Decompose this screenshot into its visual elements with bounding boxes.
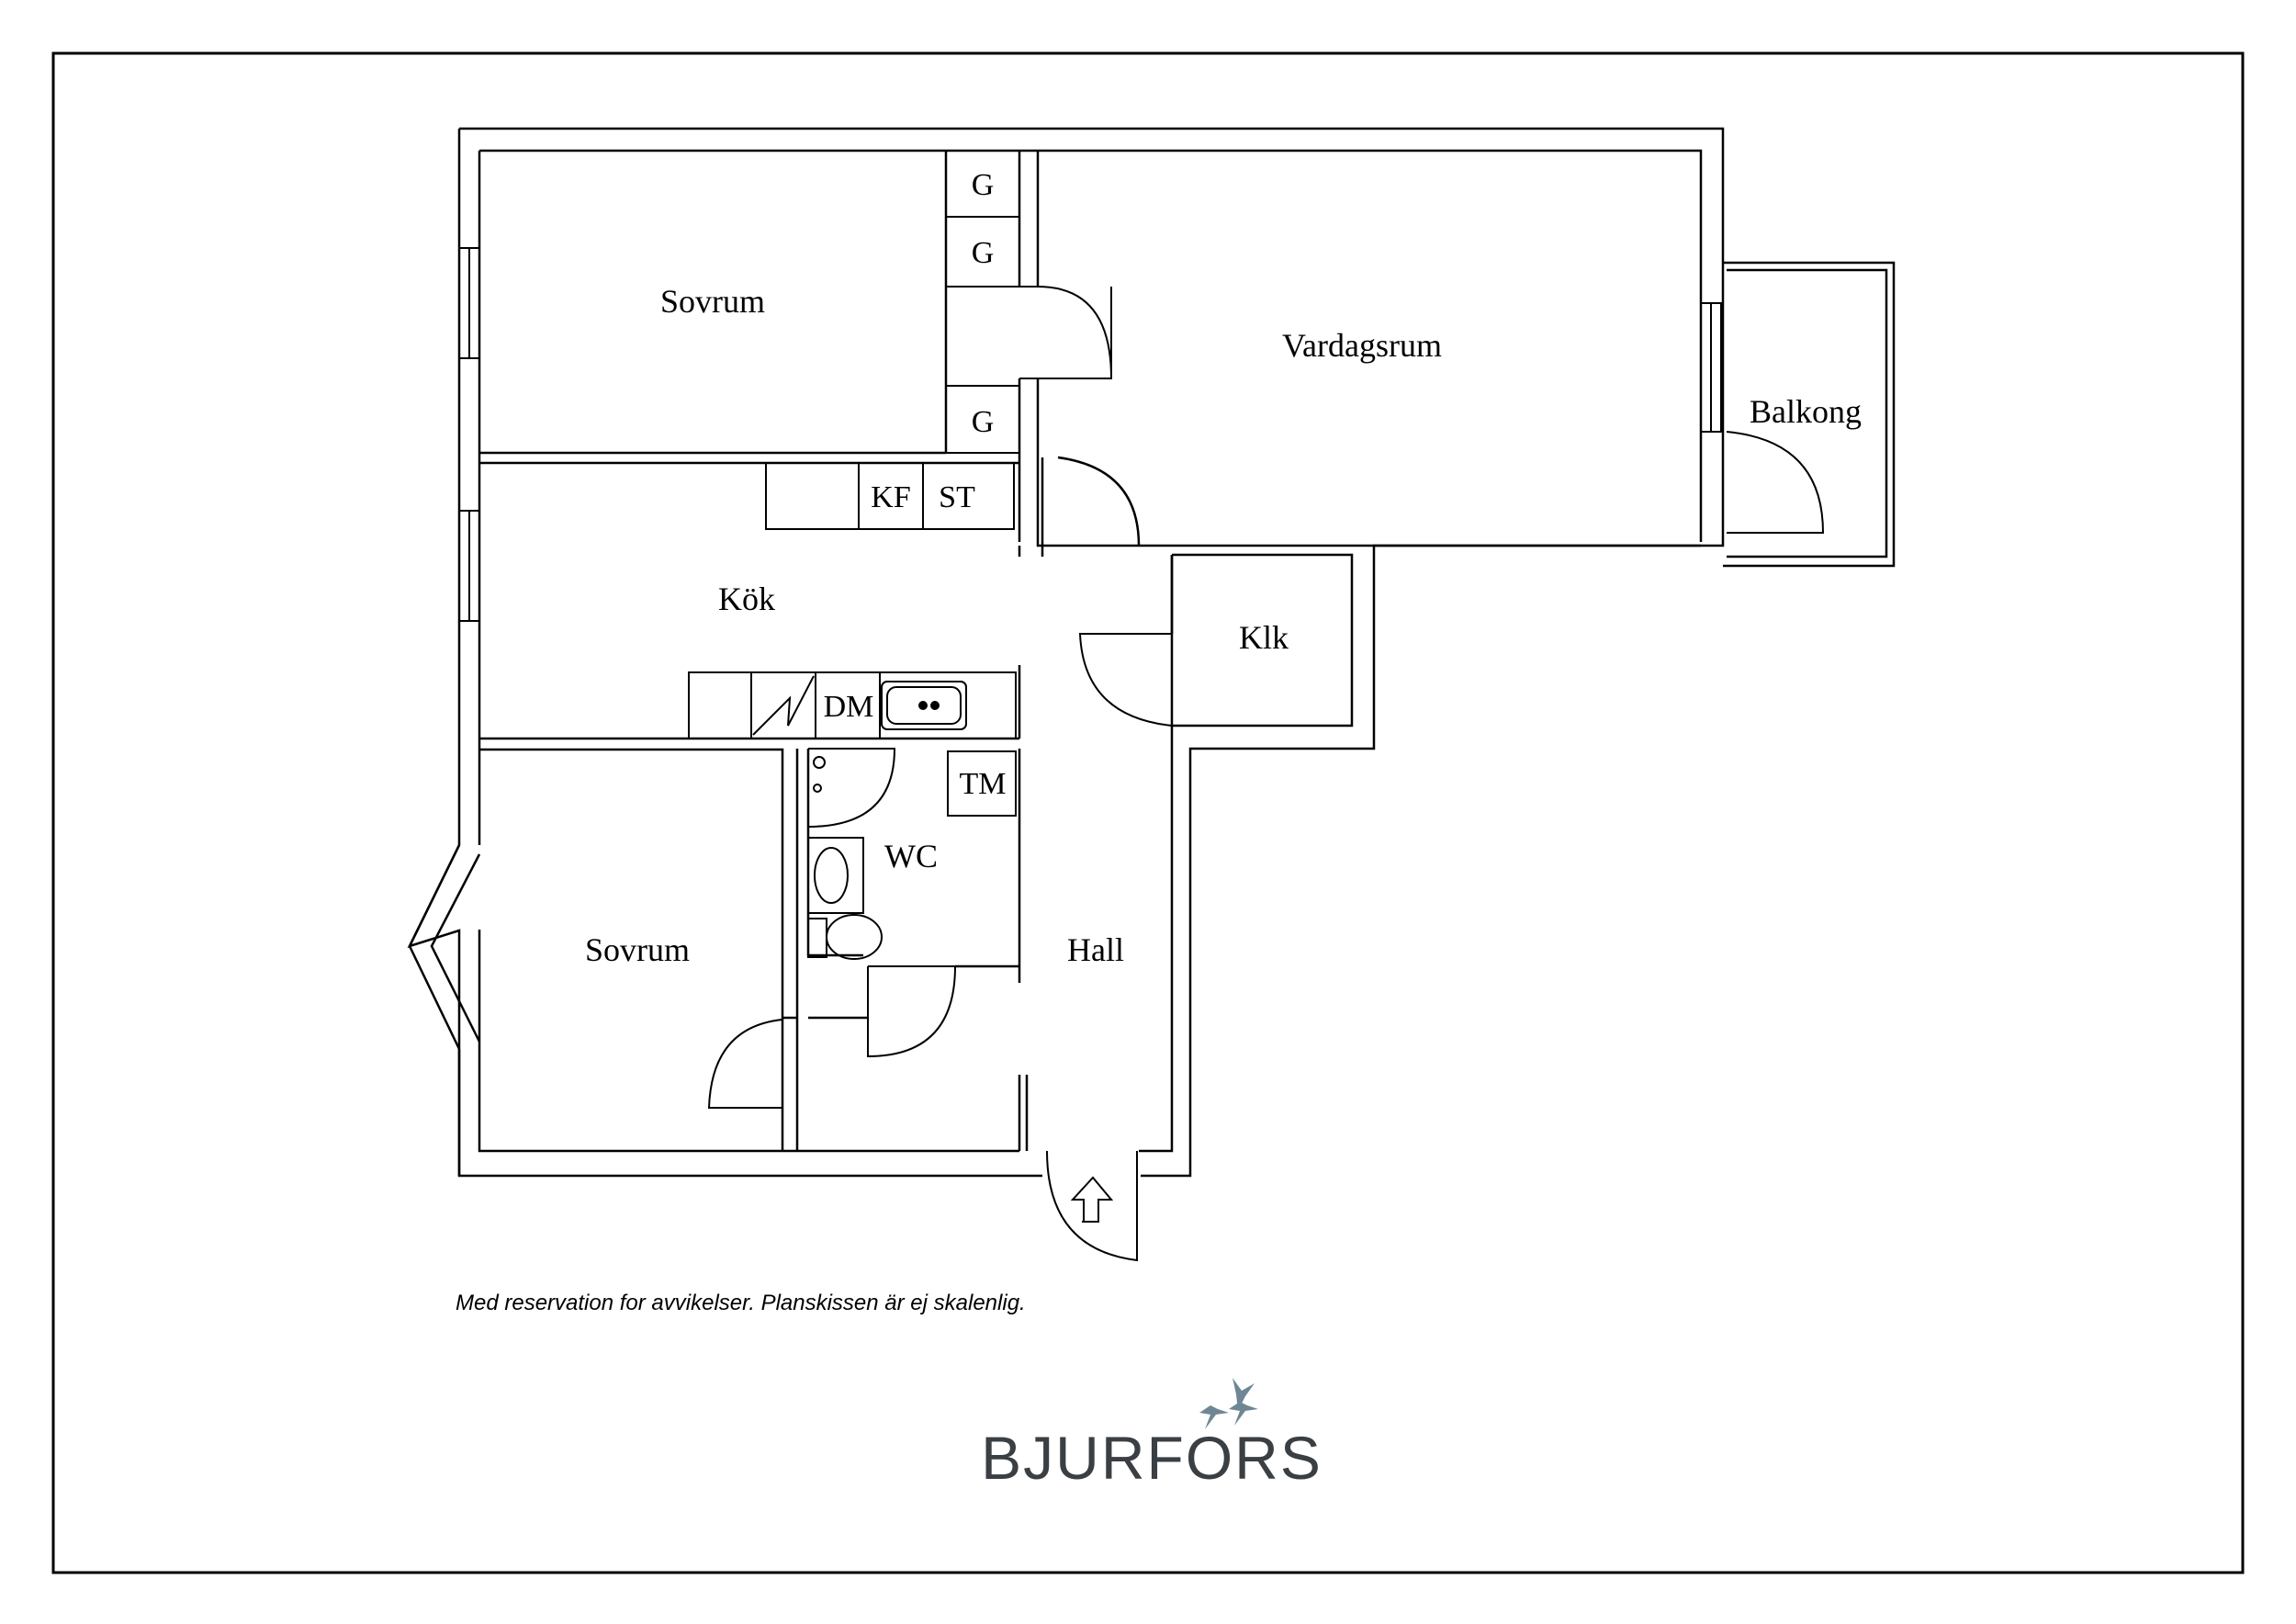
room-label-wc: WC <box>884 838 938 874</box>
room-label-closet: Klk <box>1239 619 1289 656</box>
birds-icon <box>1199 1378 1258 1429</box>
stove-label: ST <box>939 480 975 514</box>
bathroom <box>795 748 1021 1151</box>
bedroom-top <box>479 150 1113 542</box>
kitchen <box>479 462 1044 740</box>
living-room <box>1036 151 1701 547</box>
windows <box>458 247 1722 622</box>
brand-name: BJURFORS <box>981 1424 1322 1492</box>
wardrobe-label: G <box>972 405 995 439</box>
wardrobe-label: G <box>972 168 995 202</box>
washing-machine-label: TM <box>960 767 1007 801</box>
room-label-bedroom-bottom: Sovrum <box>585 931 690 968</box>
page-frame <box>51 51 2245 1574</box>
room-label-hall: Hall <box>1067 931 1124 968</box>
hall <box>797 726 1174 1262</box>
disclaimer-text: Med reservation for avvikelser. Planskis… <box>456 1291 1026 1315</box>
wardrobe-label: G <box>972 236 995 270</box>
closet <box>1078 553 1354 727</box>
bedroom-bottom <box>479 748 797 1151</box>
room-label-living-room: Vardagsrum <box>1282 327 1442 364</box>
dishwasher-label: DM <box>824 690 874 724</box>
bjurfors-logo: BJURFORS <box>981 1378 1322 1492</box>
fridge-freezer-label: KF <box>871 480 910 514</box>
room-label-kitchen: Kök <box>718 581 775 617</box>
balcony <box>1723 261 1896 568</box>
exterior-walls <box>407 127 1725 1178</box>
room-label-balcony: Balkong <box>1750 393 1862 430</box>
room-label-bedroom-top: Sovrum <box>660 283 765 320</box>
